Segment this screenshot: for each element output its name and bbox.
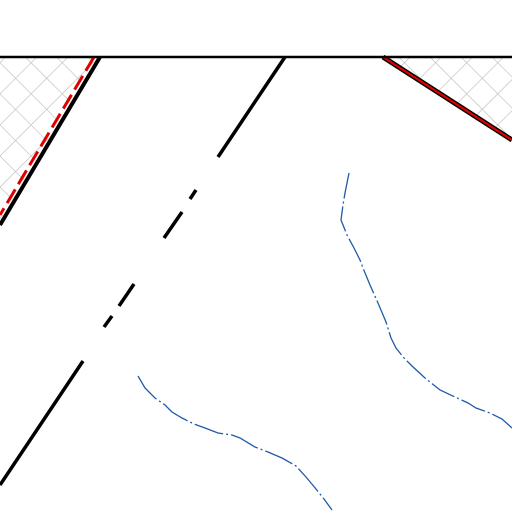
track-line-segment [0,360,85,486]
track-line-segment [102,314,114,329]
restricted-area-left-edge [0,55,102,227]
restricted-area-left[interactable] [0,55,102,227]
track-line-segment [117,283,136,307]
restricted-area-right[interactable] [381,54,512,143]
track-line[interactable] [0,56,287,486]
stream-south[interactable] [137,375,333,511]
restricted-area-left-outline [0,56,96,216]
track-line-segment [216,56,287,158]
stream-north[interactable] [340,172,512,429]
track-line-segment [162,211,184,239]
restricted-area-right-outline [382,56,512,141]
track-line-segment [188,189,198,200]
restricted-area-left-fill [0,57,97,220]
